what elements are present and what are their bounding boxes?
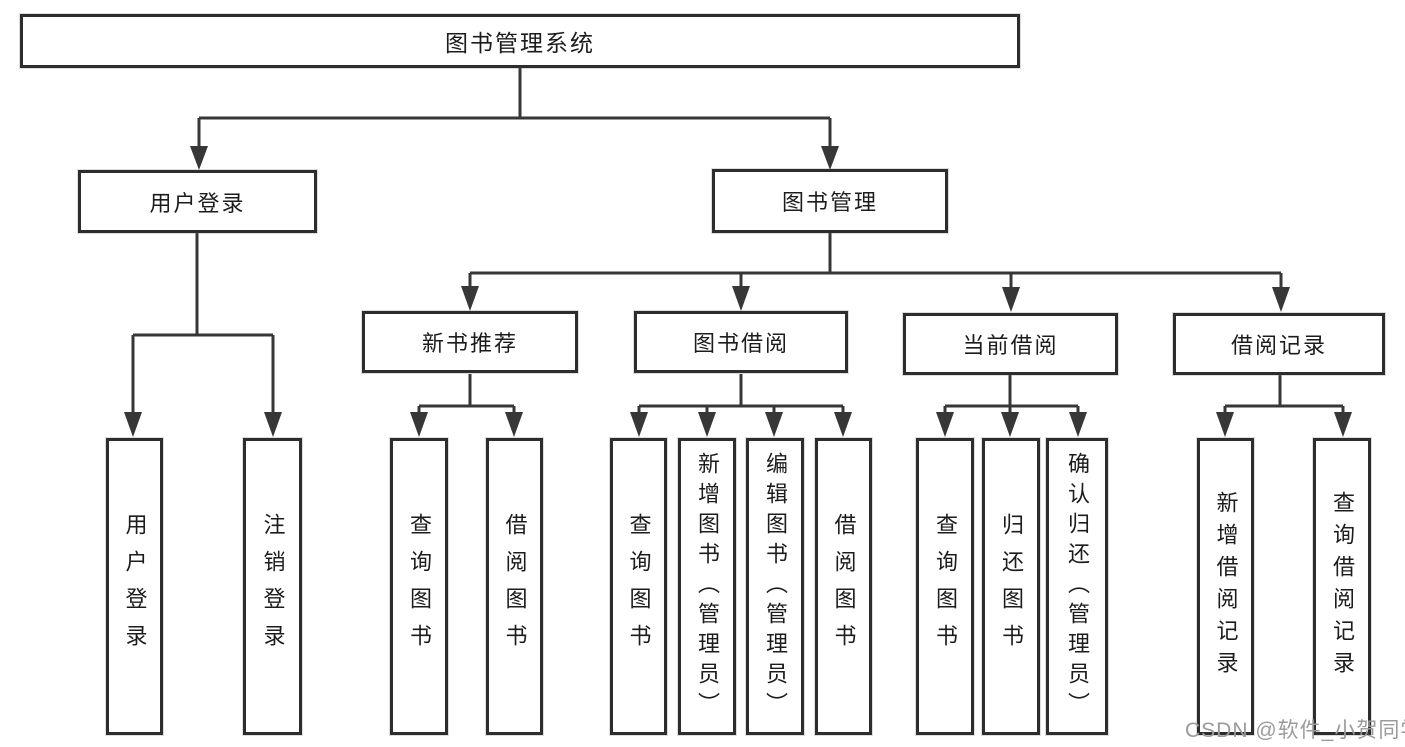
node-current-borrowing: 当前借阅 bbox=[903, 313, 1118, 375]
arrowhead bbox=[732, 286, 750, 311]
leaf-borrow-query-books: 查询图书 bbox=[610, 438, 667, 735]
arrowhead bbox=[1069, 412, 1087, 437]
leaf-label: 编辑图书（管理员） bbox=[763, 451, 788, 722]
leaf-current-confirm-return-admin: 确认归还（管理员） bbox=[1046, 438, 1108, 735]
node-root-library-system: 图书管理系统 bbox=[20, 14, 1020, 68]
node-new-book-recommend: 新书推荐 bbox=[362, 311, 578, 373]
leaf-newbooks-query-books: 查询图书 bbox=[390, 438, 448, 735]
leaf-label: 用户登录 bbox=[122, 512, 148, 661]
node-book-management: 图书管理 bbox=[712, 169, 948, 233]
connector-current-borrow-to-leaves bbox=[936, 375, 1087, 437]
connector-book-mgmt-to-level3 bbox=[461, 233, 1290, 312]
leaf-records-add-record: 新增借阅记录 bbox=[1197, 438, 1254, 735]
arrowhead bbox=[410, 412, 428, 437]
arrowhead bbox=[936, 412, 954, 437]
connector-new-books-to-leaves bbox=[410, 374, 523, 437]
arrowhead bbox=[1334, 412, 1352, 437]
arrowhead bbox=[124, 412, 142, 437]
connector-borrow-records-to-leaves bbox=[1216, 375, 1352, 437]
leaf-label: 借阅图书 bbox=[831, 512, 857, 661]
leaf-label: 确认归还（管理员） bbox=[1065, 451, 1090, 722]
leaf-records-query-record: 查询借阅记录 bbox=[1313, 438, 1371, 735]
leaf-label: 查询图书 bbox=[407, 512, 432, 661]
leaf-borrow-add-books-admin: 新增图书（管理员） bbox=[678, 438, 736, 735]
leaf-current-return-books: 归还图书 bbox=[982, 438, 1040, 735]
arrowhead bbox=[1002, 287, 1020, 312]
node-book-borrowing: 图书借阅 bbox=[634, 311, 848, 373]
arrowhead bbox=[264, 412, 282, 437]
arrowhead bbox=[190, 146, 208, 170]
leaf-logout: 注销登录 bbox=[243, 438, 302, 735]
arrowhead bbox=[1216, 412, 1234, 437]
arrowhead bbox=[834, 412, 852, 437]
connector-root-to-level2 bbox=[190, 68, 839, 170]
node-user-login: 用户登录 bbox=[78, 170, 317, 233]
leaf-current-query-books: 查询图书 bbox=[916, 438, 974, 735]
leaf-label: 归还图书 bbox=[999, 512, 1024, 661]
arrowhead bbox=[1001, 412, 1019, 437]
arrowhead bbox=[461, 286, 479, 311]
arrowhead bbox=[630, 412, 648, 437]
leaf-label: 借阅图书 bbox=[502, 512, 528, 661]
leaf-label: 查询图书 bbox=[626, 512, 652, 661]
leaf-label: 新增借阅记录 bbox=[1213, 490, 1239, 683]
arrowhead bbox=[765, 412, 783, 437]
leaf-borrow-borrow-books: 借阅图书 bbox=[815, 438, 872, 735]
leaf-user-login: 用户登录 bbox=[106, 438, 163, 735]
leaf-newbooks-borrow-books: 借阅图书 bbox=[486, 438, 543, 735]
leaf-label: 查询图书 bbox=[933, 512, 958, 661]
leaf-label: 查询借阅记录 bbox=[1330, 490, 1355, 683]
leaf-label: 注销登录 bbox=[260, 512, 286, 661]
watermark: CSDN @软件_小贺同学 bbox=[1185, 719, 1405, 742]
connector-book-borrow-to-leaves bbox=[630, 374, 852, 437]
leaf-borrow-edit-books-admin: 编辑图书（管理员） bbox=[746, 438, 804, 735]
leaf-label: 新增图书（管理员） bbox=[695, 451, 720, 722]
arrowhead bbox=[1272, 287, 1290, 312]
node-borrowing-records: 借阅记录 bbox=[1173, 313, 1385, 375]
arrowhead bbox=[821, 146, 839, 170]
connector-user-login-to-leaves bbox=[124, 233, 282, 437]
arrowhead bbox=[698, 412, 716, 437]
arrowhead bbox=[505, 412, 523, 437]
